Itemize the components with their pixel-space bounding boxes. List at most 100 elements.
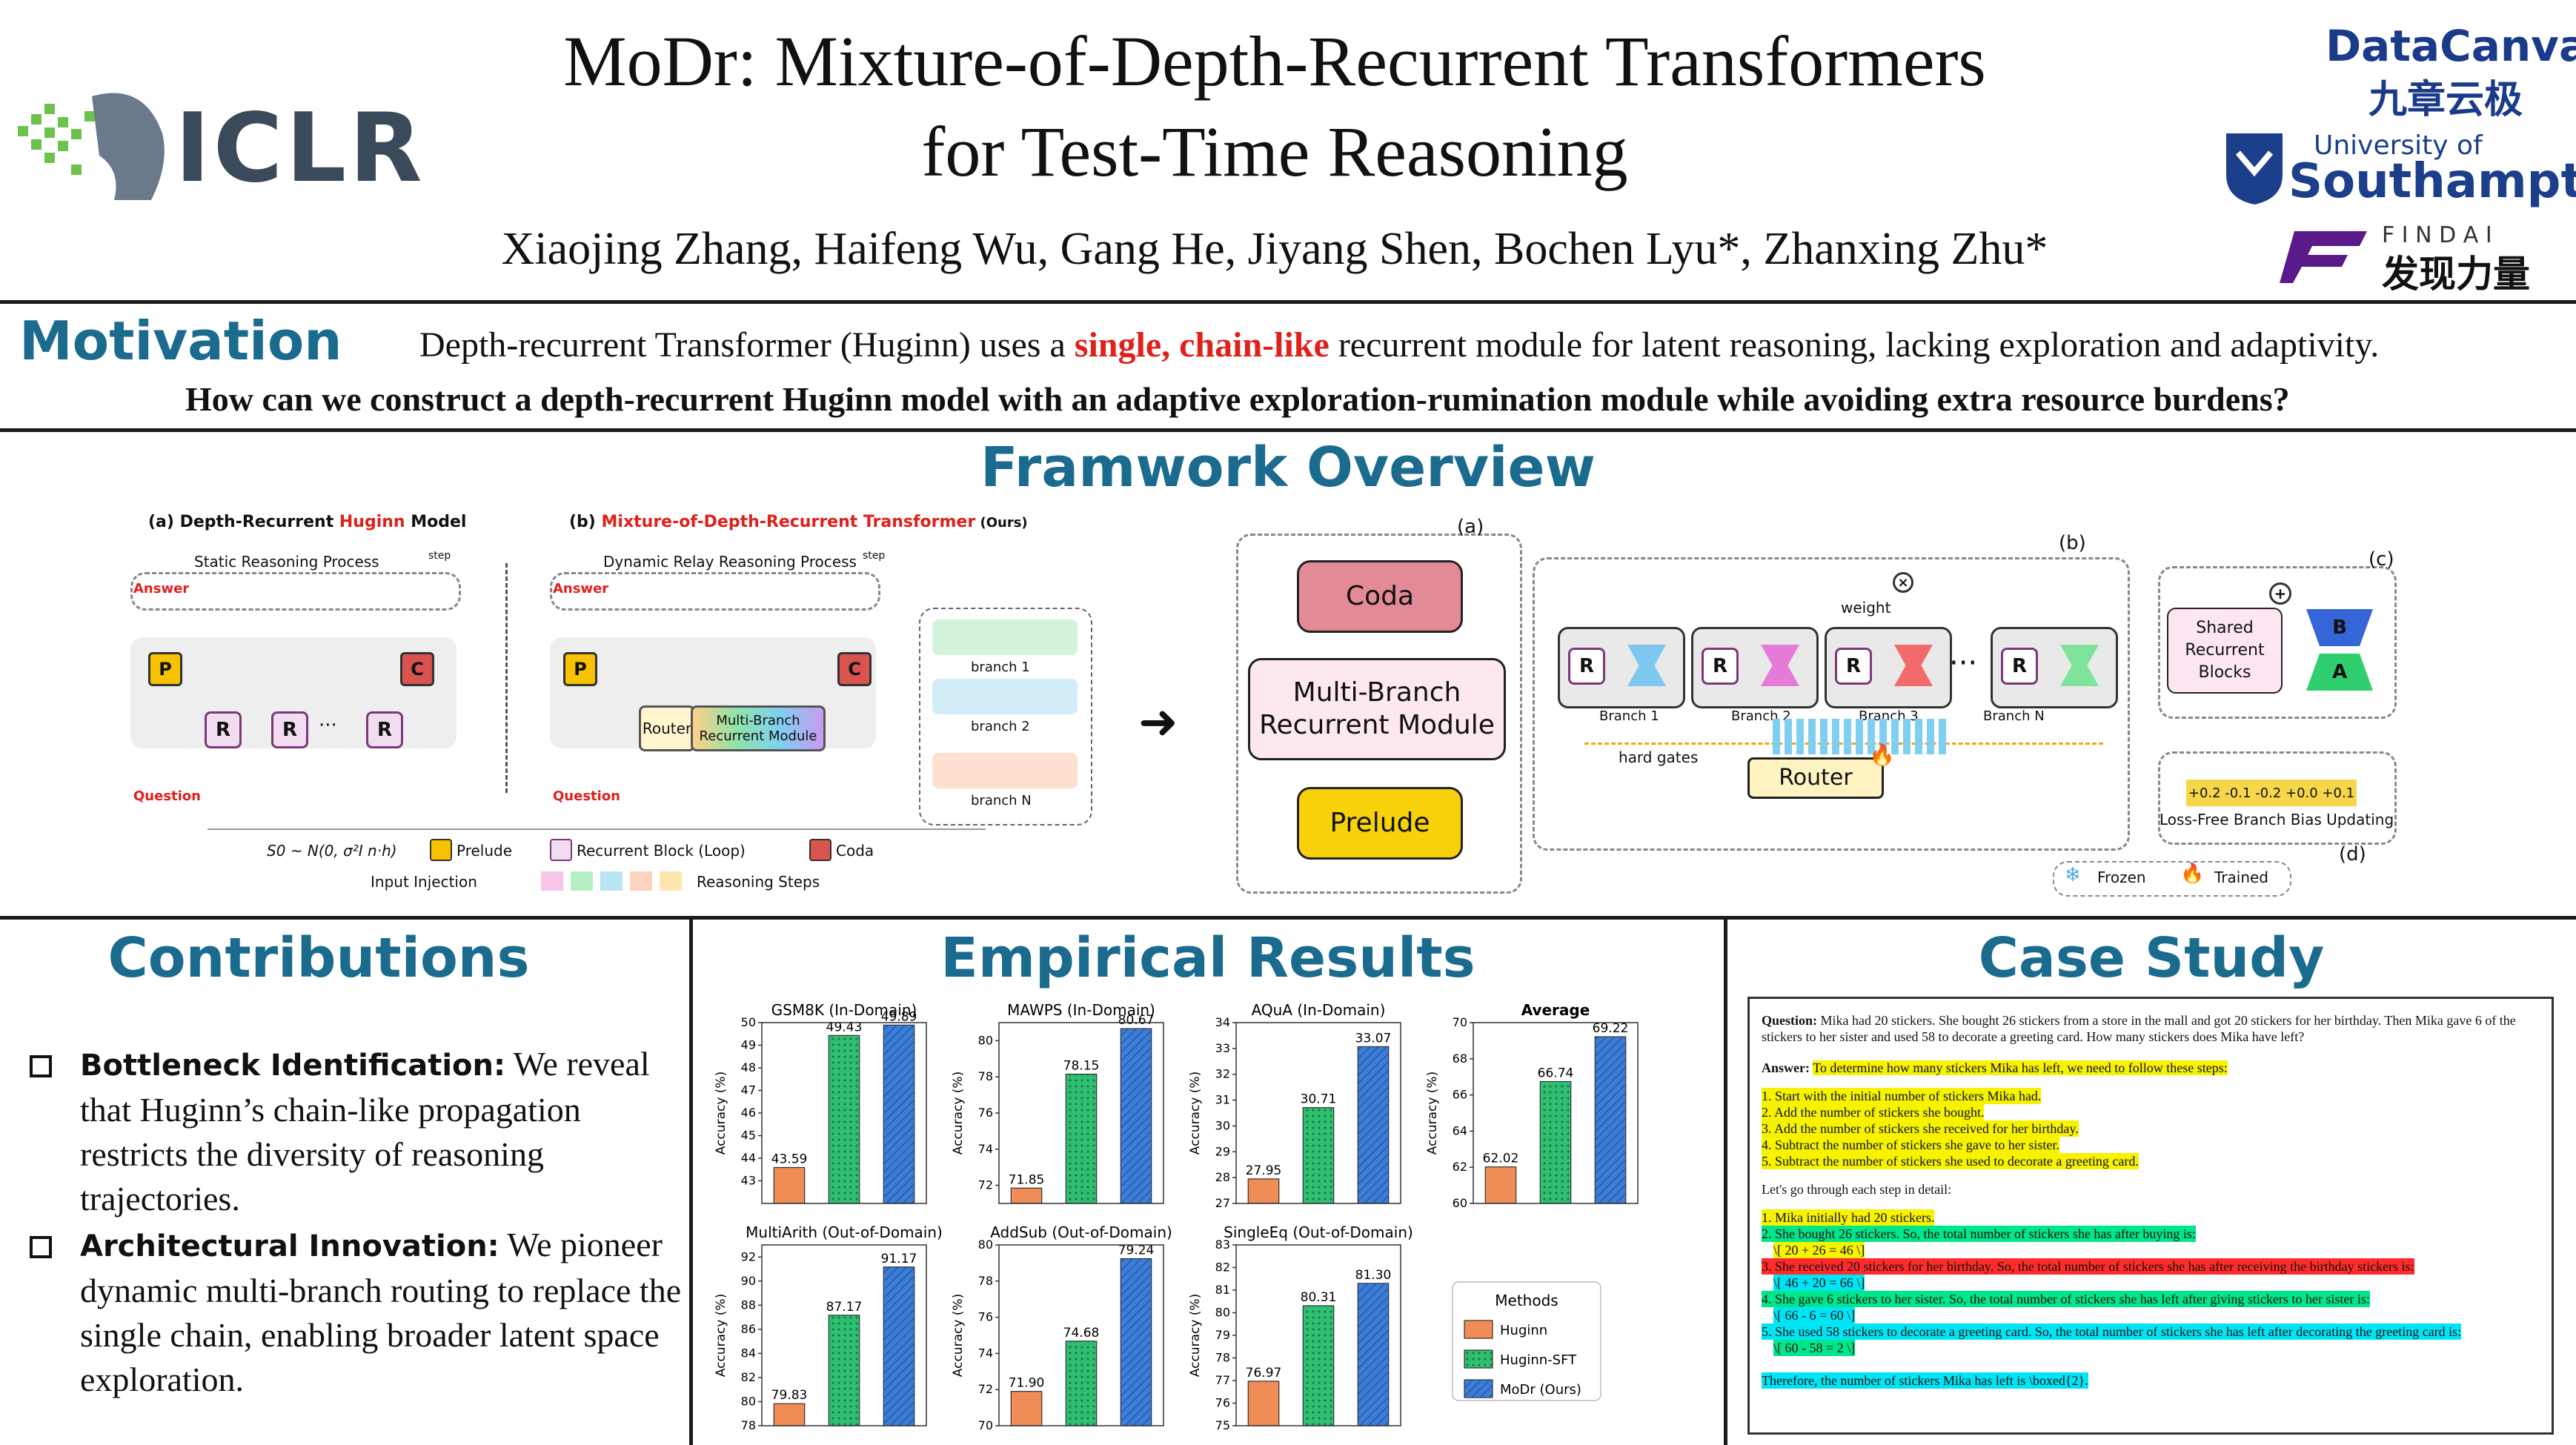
chart-frame [998,1244,1164,1426]
bar-value-label: 80.31 [1301,1290,1337,1305]
results-charts: GSM8K (In-Domain)4344454647484950Accurac… [714,1001,1639,1432]
bar-value-label: 79.83 [771,1388,808,1403]
y-tick-label: 80 [741,1394,756,1408]
case-study-title: Case Study [1978,926,2325,990]
bar-value-label: 74.68 [1063,1326,1100,1341]
y-tick-label: 84 [741,1346,756,1360]
answer-label-b: Answer [553,581,609,597]
y-tick-label: 49 [741,1038,756,1052]
case-step-2: 2. Add the number of stickers she bought… [1762,1104,1985,1120]
y-tick-label: 47 [741,1083,756,1097]
y-tick-label: 72 [978,1382,993,1396]
bar-value-label: 62.02 [1483,1152,1519,1166]
bar-texture [1303,1306,1334,1426]
bar-texture [1066,1074,1097,1203]
chart-frame [761,1022,927,1204]
y-tick-label: 30 [1215,1118,1230,1132]
y-tick-label: 43 [741,1174,756,1188]
legend-prelude: Prelude [457,842,513,860]
y-tick-label: 74 [978,1346,993,1360]
motivation-question: How can we construct a depth-recurrent H… [185,380,2290,418]
bar-texture [829,1035,860,1203]
legend-steps: Reasoning Steps [697,873,820,891]
motivation-line1-post: recurrent module for latent reasoning, l… [1329,325,2380,365]
branch-row-N [932,753,1078,788]
question-label-b: Question [553,788,620,804]
step-label-b: step [863,550,886,562]
right-arrow-icon: ➜ [1138,695,1178,750]
bar-huginn [1010,1187,1043,1204]
question-label-a: Question [133,788,201,804]
bar-value-label: 33.07 [1355,1031,1392,1046]
y-tick-label: 86 [741,1322,756,1336]
chart-title: SingleEq (Out-of-Domain) [1224,1223,1413,1241]
bar-value-label: 69.22 [1593,1021,1629,1036]
findai-logo-text: F I N D A I [2382,222,2492,248]
motivation-line1: Depth-recurrent Transformer (Huginn) use… [419,325,2379,365]
bias-value-1: +0.2 [2188,785,2221,801]
y-axis-label: Accuracy (%) [714,1072,728,1155]
legend-swatch [1464,1320,1493,1339]
router-fire-icon: 🔥 [1869,744,1895,767]
case-step-5: 5. Subtract the number of stickers she u… [1762,1153,2139,1169]
contribution-2-head: Architectural Innovation: [80,1229,499,1263]
bar-huginn [1484,1166,1517,1204]
y-tick-label: 28 [1215,1170,1230,1184]
recurrent-block-a2: R [271,711,308,748]
branch-1-r: R [1568,648,1605,685]
case-detail-intro: Let's go through each step in detail: [1762,1182,1952,1197]
contribution-item-1: Bottleneck Identification: We reveal tha… [30,1042,682,1221]
southampton-logo-line1: University of [2314,130,2483,161]
case-detail-5: \[ 46 + 20 = 66 \] [1773,1275,1865,1291]
y-tick-label: 82 [1215,1260,1230,1275]
fig-b-title: (b) Mixture-of-Depth-Recurrent Transform… [569,513,1028,531]
mbrm-block: Multi-Branch Recurrent Module [1248,658,1506,760]
contribution-1-text: We reveal that Huginn’s chain-like propa… [80,1045,650,1218]
case-detail-1: 1. Mika initially had 20 stickers. [1762,1209,1935,1226]
divider-col-1 [689,919,693,1445]
bar-value-label: 91.17 [881,1252,917,1266]
legend-swatch-texture [1464,1380,1493,1398]
bar-huginn [773,1166,806,1204]
y-tick-label: 50 [741,1015,756,1029]
bias-value-5: +0.1 [2322,785,2355,801]
poster-authors: Xiaojing Zhang, Haifeng Wu, Gang He, Jiy… [501,224,2048,274]
y-tick-label: 62 [1453,1160,1467,1174]
y-tick-label: 80 [978,1033,993,1047]
branch-3-r: R [1835,648,1872,685]
framework-left-figure: (a) Depth-Recurrent Huginn Model (b) Mix… [111,504,1104,904]
y-tick-label: 80 [1215,1306,1230,1320]
weighted-sum-icon: × [1893,572,1913,593]
y-tick-label: 83 [1215,1238,1230,1252]
divider-motivation [0,428,2576,432]
recurrent-block-a3: R [366,711,403,748]
y-axis-label: Accuracy (%) [714,1294,728,1377]
trained-label: Trained [2214,868,2268,886]
bar-texture [1303,1107,1334,1203]
poster-title-line2: for Test-Time Reasoning [921,112,1628,191]
y-tick-label: 80 [978,1238,993,1252]
chart-frame [1473,1022,1639,1204]
overview-panel-c [2158,566,2397,719]
bullet-square-icon [30,1055,52,1077]
bar-value-label: 49.43 [826,1020,863,1034]
case-step-4: 4. Subtract the number of stickers she g… [1762,1137,2059,1153]
bias-value-2: -0.1 [2225,785,2251,801]
y-tick-label: 46 [741,1106,756,1120]
bar-texture [1121,1029,1152,1203]
legend-separator [208,828,986,830]
y-tick-label: 27 [1215,1196,1230,1210]
iclr-logo-graphic [18,93,165,200]
case-detail-3: \[ 20 + 26 = 46 \] [1773,1242,1865,1258]
y-axis-label: Accuracy (%) [1188,1072,1203,1155]
case-answer-intro: Answer: To determine how many stickers M… [1762,1060,2228,1075]
case-step-3: 3. Add the number of stickers she receiv… [1762,1120,2079,1137]
bar-huginn [1010,1391,1043,1426]
chart-frame [1235,1022,1401,1204]
y-tick-label: 78 [978,1069,993,1083]
bar-value-label: 49.89 [881,1009,917,1024]
y-tick-label: 44 [741,1151,756,1165]
y-tick-label: 32 [1215,1067,1230,1081]
legend-title: Methods [1495,1292,1558,1309]
y-tick-label: 76 [978,1310,993,1324]
